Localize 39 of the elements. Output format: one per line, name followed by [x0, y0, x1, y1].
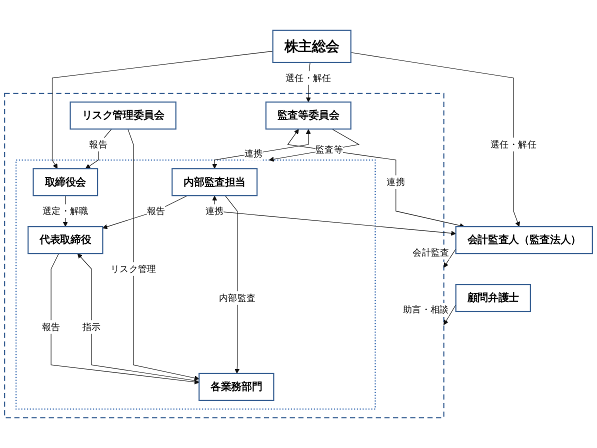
edge-label: 選任・解任	[490, 138, 536, 150]
edge-label: 報告	[146, 205, 166, 216]
arrow	[85, 128, 112, 169]
node-box: 各業務部門	[198, 372, 274, 401]
arrow	[224, 195, 240, 374]
node-box: 会計監査人（監査法人）	[455, 226, 593, 254]
node-box: 株主総会	[272, 30, 352, 64]
arrow	[268, 128, 360, 162]
arrow	[287, 129, 465, 228]
edge-label: 会計監査	[412, 246, 450, 258]
edge-label: 報告	[89, 138, 108, 150]
node-box: リスク管理委員会	[70, 102, 176, 130]
arrow	[50, 253, 200, 384]
arrow	[350, 52, 520, 227]
arrow	[212, 196, 456, 236]
edge-label: 選任・解任	[285, 72, 332, 84]
edge-label: リスク管理	[110, 263, 156, 274]
arrow	[52, 50, 274, 169]
cluster	[16, 159, 376, 410]
arrow	[77, 253, 200, 382]
node-box: 取締役会	[32, 168, 98, 196]
edge-label: 報告	[42, 321, 60, 332]
edge-label: 連携	[205, 205, 224, 216]
arrow	[444, 248, 456, 268]
node-box: 内部監査担当	[172, 168, 258, 196]
node-box: 顧問弁護士	[455, 284, 532, 312]
edge-label: 助言・相談	[402, 304, 449, 315]
arrow	[128, 128, 200, 380]
arrow	[212, 129, 311, 169]
node-box: 監査等委員会	[265, 102, 352, 130]
edge-label: 指示	[82, 321, 101, 332]
edge-label: 連携	[386, 176, 406, 188]
edge-label: 内部監査	[218, 292, 256, 304]
arrow	[102, 195, 188, 230]
node-box: 代表取締役	[28, 226, 104, 254]
edge-label: 監査等	[316, 144, 344, 155]
edge-label: 選定・解職	[42, 205, 88, 216]
arrow	[444, 304, 456, 326]
edge-label: 連携	[244, 148, 263, 159]
